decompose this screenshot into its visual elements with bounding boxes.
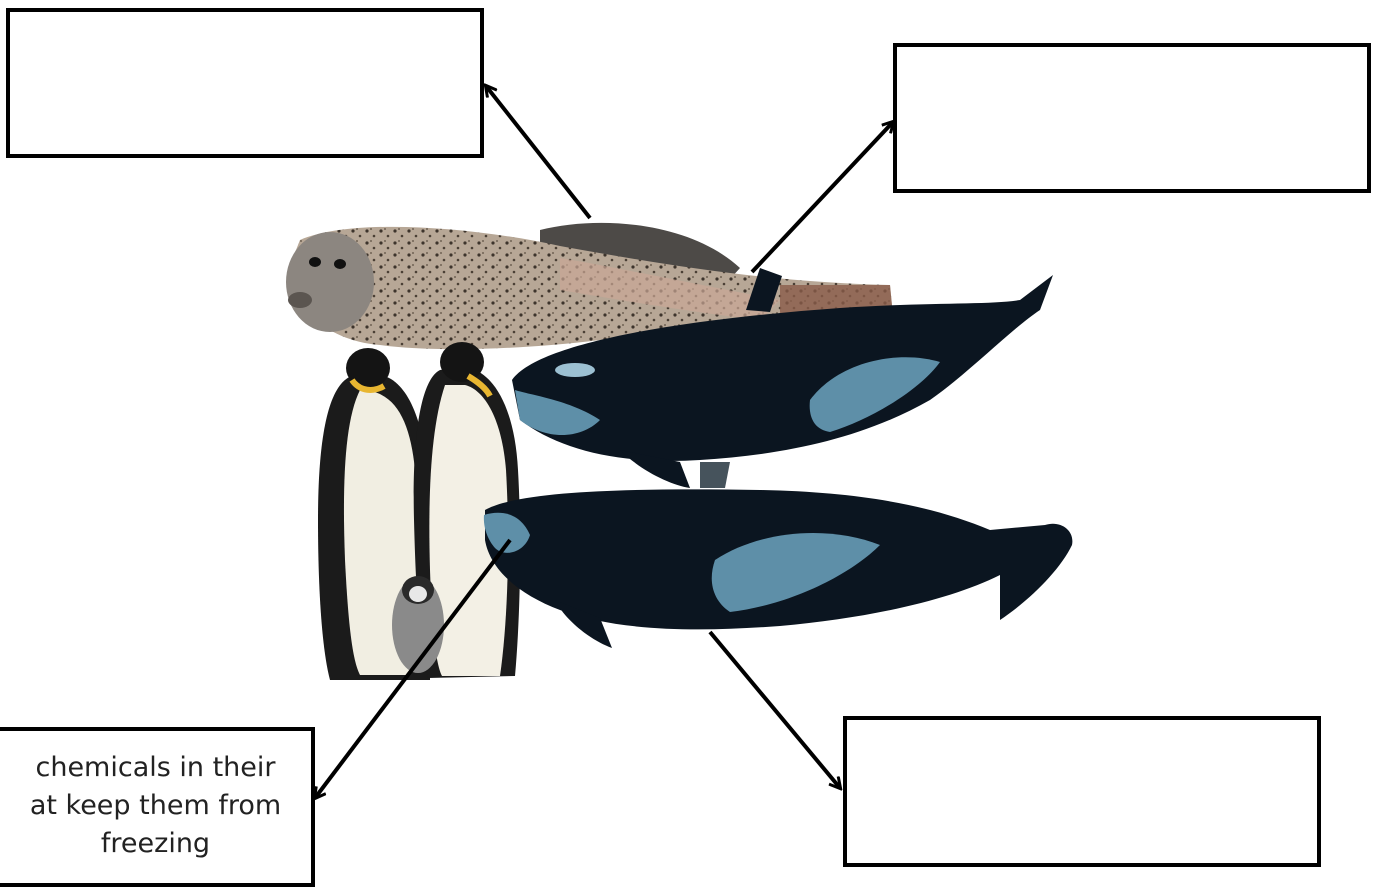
label-box-bottom-left-text: chemicals in their at keep them from fre… bbox=[0, 749, 311, 863]
label-line: freezing bbox=[0, 825, 311, 863]
label-line: chemicals in their bbox=[0, 749, 311, 787]
label-box-bottom-left[interactable]: chemicals in their at keep them from fre… bbox=[0, 727, 315, 887]
label-box-top-right[interactable] bbox=[893, 43, 1371, 193]
label-box-bottom-right[interactable] bbox=[843, 716, 1321, 867]
arrow-to-top-right-box bbox=[752, 122, 893, 272]
label-box-top-left[interactable] bbox=[6, 8, 484, 158]
orca-lower-image bbox=[484, 489, 1073, 648]
arrow-to-bottom-right-box bbox=[710, 632, 840, 788]
label-line: at keep them from bbox=[0, 787, 311, 825]
arrow-to-top-left-box bbox=[486, 86, 590, 218]
